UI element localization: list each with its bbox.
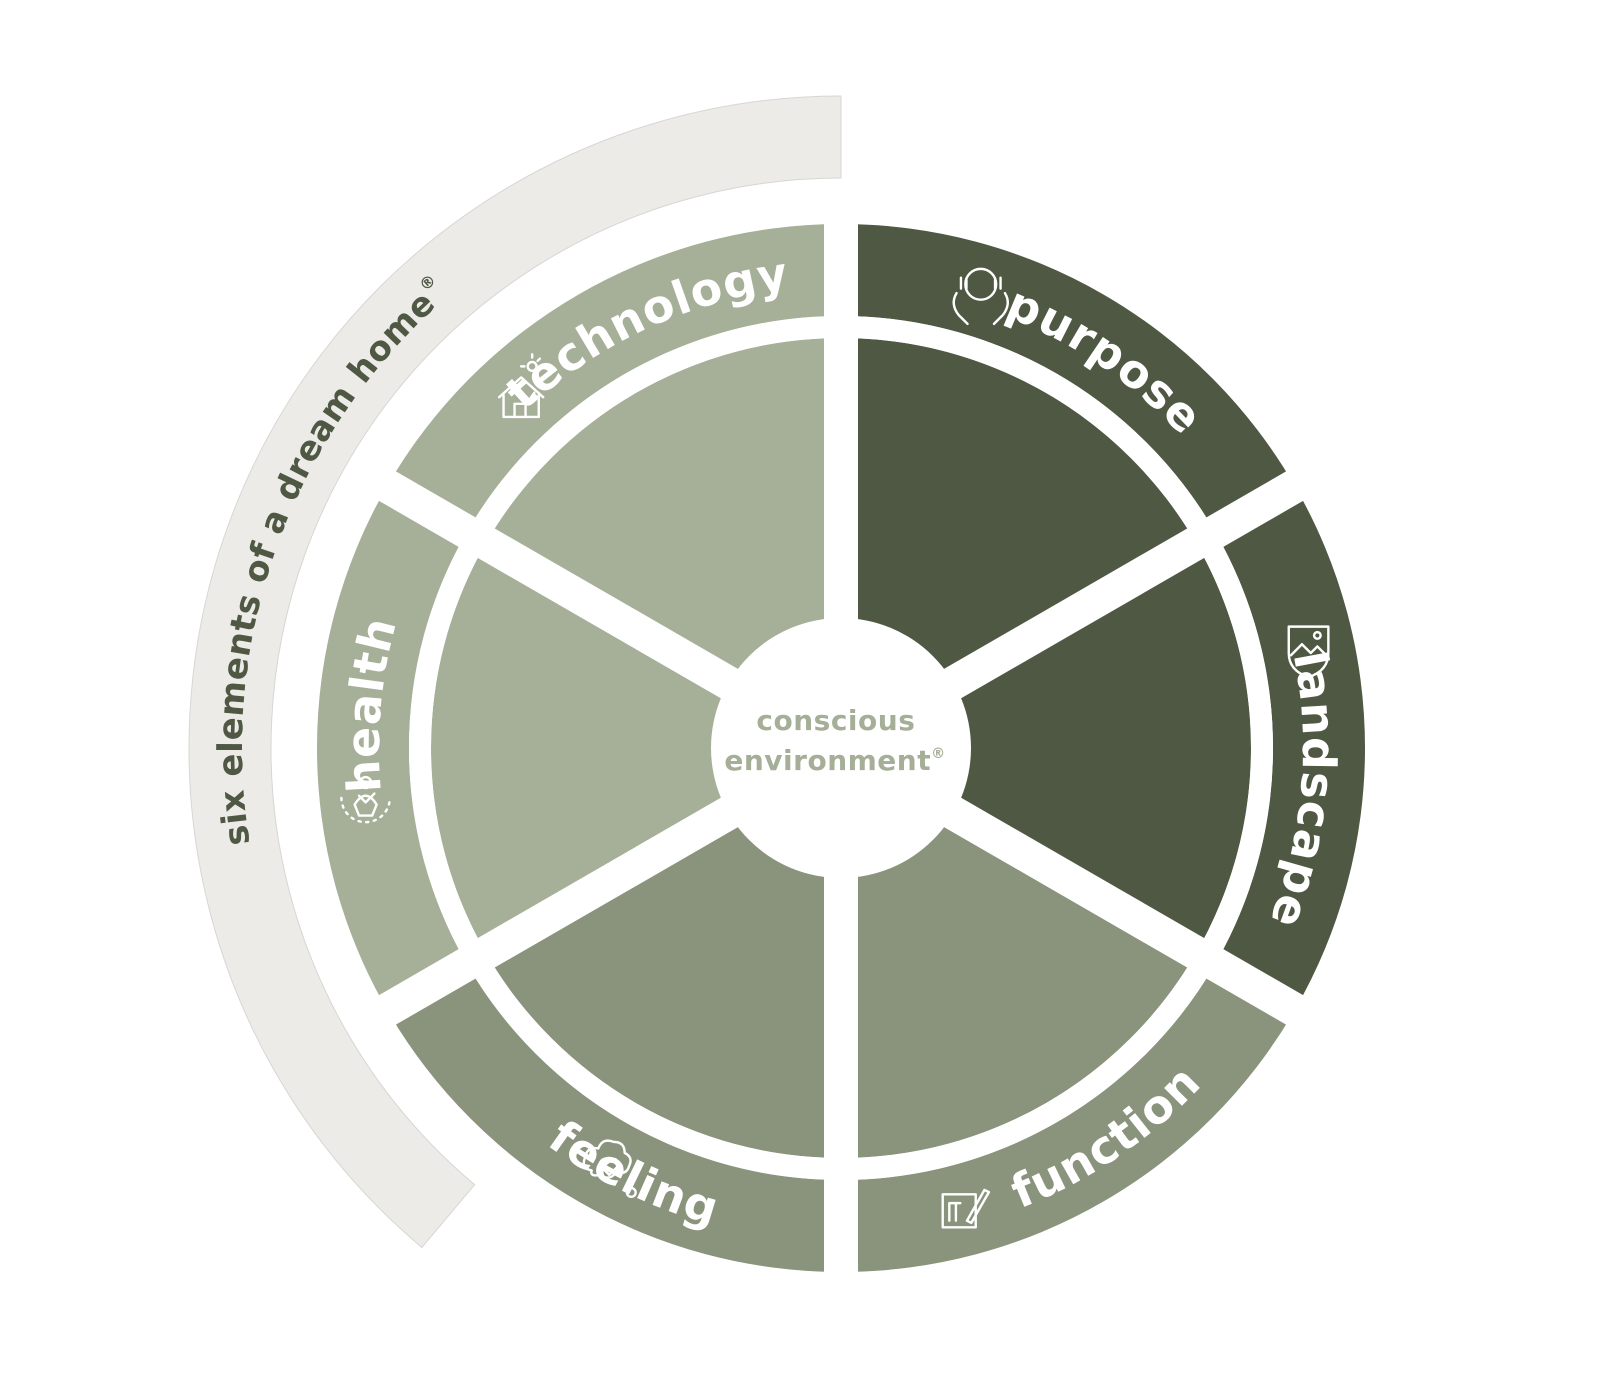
hands-holding-circle-icon [952,267,1009,326]
inner-pie [431,338,1252,1158]
center-registered-mark: ® [931,746,946,762]
inner-segment-technology[interactable] [485,338,841,748]
center-title-line1: conscious [756,704,915,737]
landscape-shield-icon [1287,625,1330,679]
person-wellbeing-icon [340,775,392,824]
blueprint-pencil-icon [941,1188,991,1229]
outer-segment-health[interactable] [317,486,467,1010]
ring-gap [409,316,1273,1180]
inner-segment-purpose[interactable] [841,338,1197,748]
center-title: conscious environment® [724,704,945,777]
outer-segment-landscape[interactable] [1215,486,1365,1010]
solar-house-icon [497,353,545,419]
banner-arc [188,95,842,1249]
inner-segment-feeling[interactable] [485,748,841,1158]
inner-segment-landscape[interactable] [841,543,1252,953]
outer-segment-feeling[interactable] [387,964,841,1272]
center-title-line2: environment [724,744,931,777]
center-hub [711,618,971,878]
inner-segment-function[interactable] [841,748,1197,1158]
outer-segment-technology[interactable] [387,224,841,532]
heart-cloud-icon [582,1139,637,1199]
inner-segment-health[interactable] [431,543,841,953]
